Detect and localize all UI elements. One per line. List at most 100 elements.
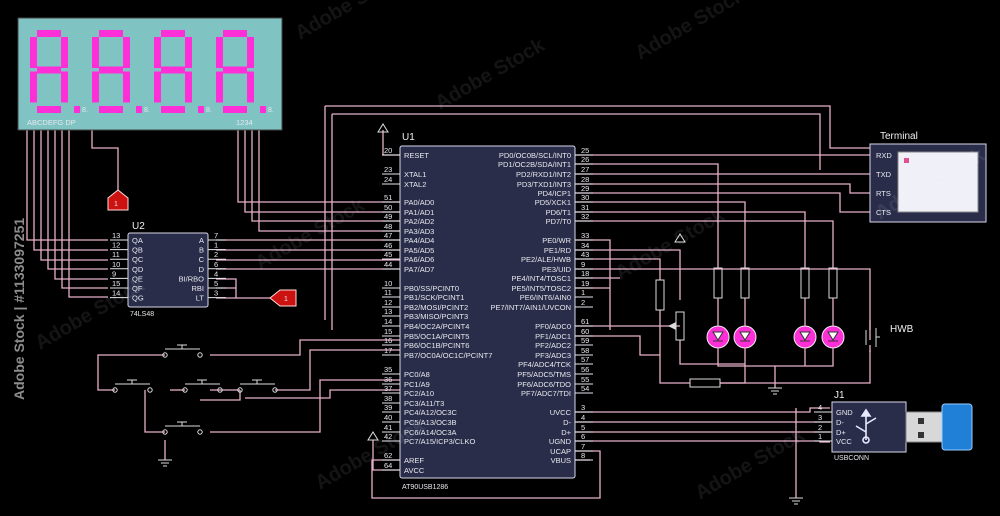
u1-body xyxy=(399,145,576,479)
pin-name: PE7/INT7/AIN1/UVCON xyxy=(491,303,571,312)
svg-text:4: 4 xyxy=(818,403,822,412)
segment-f xyxy=(30,37,37,68)
pin-number: 3 xyxy=(214,289,218,298)
pin-number: 10 xyxy=(384,279,392,288)
segment-d xyxy=(223,106,247,113)
resistor-led3 xyxy=(800,267,810,299)
pin-name: PF2/ADC2 xyxy=(535,341,571,350)
wires xyxy=(26,105,871,499)
pin-number: 4 xyxy=(581,413,585,422)
pin-name: PF5/ADC5/TMS xyxy=(517,370,571,379)
pin-number: 14 xyxy=(384,317,392,326)
pin-number: 6 xyxy=(214,260,218,269)
segment-d xyxy=(161,106,185,113)
watermark-9: Adobe Stock xyxy=(692,424,810,505)
pin-name: QF xyxy=(132,284,143,293)
pin-number: 35 xyxy=(384,365,392,374)
pin-name: PA1/AD1 xyxy=(404,208,434,217)
pin-number: 7 xyxy=(581,442,585,451)
pin-name: PB6/OC1B/PCINT6 xyxy=(404,341,469,350)
u2-pins: 13QA12QB11QC10QD9QE15QF14QG7A1B2C6D4BI/R… xyxy=(110,231,226,303)
pin-number: 33 xyxy=(581,231,589,240)
digit-text: 8. xyxy=(268,107,274,114)
segment-c xyxy=(185,71,192,103)
u2-part: 74LS48 xyxy=(130,311,154,318)
pin-4: 4BI/RBO xyxy=(179,269,226,283)
terminal-pin-rts: RTS xyxy=(876,189,891,198)
pin-4: 4D- xyxy=(563,413,593,427)
pin-name: BI/RBO xyxy=(179,274,205,283)
pin-name: PD6/T1 xyxy=(546,208,571,217)
pin-6: 6D xyxy=(199,260,226,274)
pin-name: A xyxy=(199,236,204,245)
pin-number: 24 xyxy=(384,175,392,184)
push-button-5 xyxy=(162,421,203,435)
pin-name: RESET xyxy=(404,151,429,160)
segment-a xyxy=(223,30,247,37)
segment-g xyxy=(223,66,247,74)
digit-4: 8. xyxy=(216,30,274,114)
pin-number: 37 xyxy=(384,384,392,393)
pin-number: 19 xyxy=(581,279,589,288)
pin-name: PD7/T0 xyxy=(546,217,571,226)
led-1 xyxy=(706,322,730,355)
svg-text:RXD: RXD xyxy=(876,151,892,160)
u1-pins: 20RESET23XTAL124XTAL251PA0/AD050PA1/AD14… xyxy=(382,146,593,475)
power-symbols xyxy=(367,123,686,441)
pin-number: 12 xyxy=(384,298,392,307)
u2-body xyxy=(127,232,209,308)
pin-number: 62 xyxy=(384,451,392,460)
leds xyxy=(706,322,845,355)
segment-dp xyxy=(136,106,142,113)
j1-ref: J1 xyxy=(834,390,845,401)
svg-text:3: 3 xyxy=(818,413,822,422)
push-button-1 xyxy=(162,344,203,358)
pin-2: 2C xyxy=(199,250,226,264)
pin-name: RBI xyxy=(191,284,204,293)
pin-number: 55 xyxy=(581,375,589,384)
logic-probe-lt: 1 xyxy=(269,289,297,307)
segment-f xyxy=(92,37,99,68)
ground-3 xyxy=(789,497,803,505)
pin-name: B xyxy=(199,246,204,255)
resistor-bottom xyxy=(689,378,721,388)
pin-name: PA3/AD3 xyxy=(404,227,434,236)
pin-number: 47 xyxy=(384,231,392,240)
pin-number: 56 xyxy=(581,365,589,374)
pin-number: 7 xyxy=(214,231,218,240)
pin-name: PC4/A12/OC3C xyxy=(404,408,458,417)
led-2 xyxy=(733,322,757,355)
pin-name: PA2/AD2 xyxy=(404,217,434,226)
svg-text:RTS: RTS xyxy=(876,189,891,198)
pin-number: 26 xyxy=(581,155,589,164)
hwb-button: HWB xyxy=(865,320,914,352)
pin-name: PC7/A15/ICP3/CLKO xyxy=(404,437,475,446)
pin-name: PF0/ADC0 xyxy=(535,322,571,331)
svg-text:TXD: TXD xyxy=(876,170,892,179)
segment-b xyxy=(123,37,130,68)
pin-number: 32 xyxy=(581,212,589,221)
pin-number: 31 xyxy=(581,203,589,212)
pin-name: PD5/XCK1 xyxy=(535,198,571,207)
